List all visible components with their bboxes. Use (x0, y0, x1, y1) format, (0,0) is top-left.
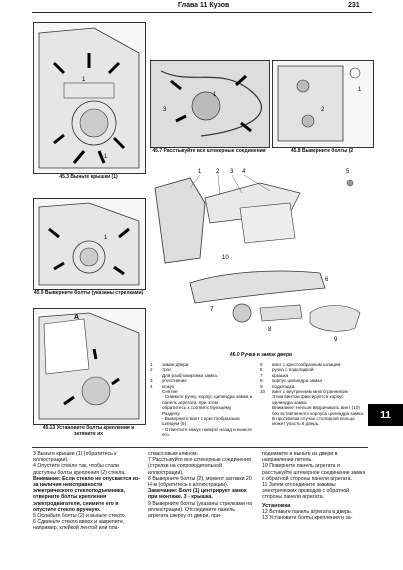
text-column-1: 3 Выньте крышки (1) (обратитесь к иллюст… (33, 451, 141, 532)
fig45-8-label-1: 1 (358, 87, 362, 93)
fig46-label-8: 8 (268, 327, 272, 333)
legend-row: Снятие (162, 389, 178, 395)
fig45-7-label-3: 3 (163, 107, 167, 113)
legend-row: - Отвинтите кожух наверх/ назад и выньте… (162, 426, 252, 438)
paragraph: Внимание: Если стекло не опускается из-з… (33, 475, 141, 513)
caption-45-8: 45.8 Выверните болты (2 (290, 148, 354, 154)
paragraph: поднимите и выньте из двери в направлени… (262, 451, 338, 464)
paragraph: 10 Поверните панель агрегата и расстыкуй… (262, 463, 366, 482)
fig45-3-label-1b: 1 (104, 154, 108, 160)
section-heading: Установка (262, 502, 291, 509)
paragraph: стмассовым клином. (148, 451, 199, 457)
paragraph: 12 Вставьте панель агрегата в дверь. (262, 508, 353, 515)
fig46-label-3: 3 (230, 169, 234, 175)
figure-45-3: 1 1 (33, 22, 146, 174)
figure-45-9: 1 (33, 198, 146, 290)
figure-45-13: A (33, 308, 146, 425)
fig45-9-label-1: 1 (104, 235, 108, 241)
fig46-label-1: 1 (198, 169, 202, 175)
caption-45-7: 45.7 Расстыкуйте все штекерные соединени… (152, 148, 266, 154)
paragraph: 7 Расстыкуйте все штекерные соединения (… (148, 457, 251, 476)
paragraph: 8 Выверните болты (2), момент затяжки 20… (148, 475, 252, 489)
paragraph: 3 Выньте крышки (1) (обратитесь к иллюст… (33, 451, 117, 464)
fig46-label-5: 5 (346, 169, 350, 175)
fig46-label-2: 2 (216, 169, 220, 175)
lock-handle-drawing: 1 2 3 4 5 6 7 8 9 10 (154, 169, 361, 343)
paragraph: 11 Затем отсоедините зажимы электрически… (262, 482, 350, 501)
paragraph: 13 Установите болты крепления и за- (262, 515, 353, 522)
legend-row: Этим винтом фиксируется корпус цилиндра … (272, 394, 344, 405)
chapter-title: Глава 11 Кузов (178, 2, 230, 9)
figure-45-7: 1 3 (150, 60, 270, 148)
text-column-3: поднимите и выньте из двери в направлени… (262, 451, 366, 521)
legend-row: Внимание: Нельзя вворачивать винт (10) б… (272, 405, 365, 427)
caption-45-3: 45.3 Выньте крышки (1) (59, 174, 118, 180)
door-frame-drawing: 1 (38, 202, 140, 286)
figure-46-0: 1 2 3 4 5 6 7 8 9 10 (150, 163, 372, 348)
door-inner-drawing: A (38, 312, 140, 420)
fig46-label-9: 9 (334, 337, 338, 343)
wiring-drawing: 1 3 (151, 61, 269, 147)
door-panel-drawing: 1 1 (38, 27, 140, 169)
legend-row: Разделу. (162, 410, 181, 416)
section-divider (32, 447, 368, 448)
page-number: 231 (348, 2, 360, 9)
caption-45-13: 45.13 Установите болты крепления и затян… (42, 425, 135, 437)
fig45-13-label-a: A (74, 314, 79, 321)
legend-row: Для разблокировки замка. (162, 372, 219, 378)
fig46-label-6: 6 (325, 277, 329, 283)
fig45-7-label-1: 1 (213, 92, 217, 98)
paragraph: 5 Ослабьте болты (2) и выньте стекло. (33, 513, 127, 520)
bolt-drawing: 1 2 (277, 65, 362, 142)
fig46-label-10: 10 (222, 255, 229, 261)
text-column-2: стмассовым клином. 7 Расстыкуйте все ште… (148, 451, 256, 519)
legend-row: - Снимите ручку, корпус цилиндра замка и… (162, 394, 253, 405)
paragraph: 4 Опустите стекло так, чтобы стали досту… (33, 463, 126, 476)
header-rule (32, 12, 372, 13)
paragraph: 9 Выверните болты (указаны стрелками на … (148, 500, 253, 520)
legend-row: обратитесь к соответствующему (162, 405, 232, 411)
caption-45-9: 45.9 Выверните болты (указаны стрелками) (33, 290, 144, 296)
fig46-label-7: 7 (210, 307, 214, 313)
chapter-tab: 11 (368, 404, 403, 426)
fig45-8-label-2: 2 (321, 107, 325, 113)
paragraph: 6 Сдвиньте стекло вверх и закрепите, нап… (33, 519, 125, 532)
paragraph: Замечание: Болт (1) центрирует замок при… (148, 488, 247, 501)
fig46-label-4: 4 (242, 169, 246, 175)
fig45-3-label-1a: 1 (82, 77, 86, 83)
caption-46-0: 46.0 Ручка и замок двери (229, 352, 293, 358)
legend-row: - Выверните винт с крестообразным шлицем… (162, 416, 240, 427)
figure-45-8: 1 2 (272, 60, 374, 148)
